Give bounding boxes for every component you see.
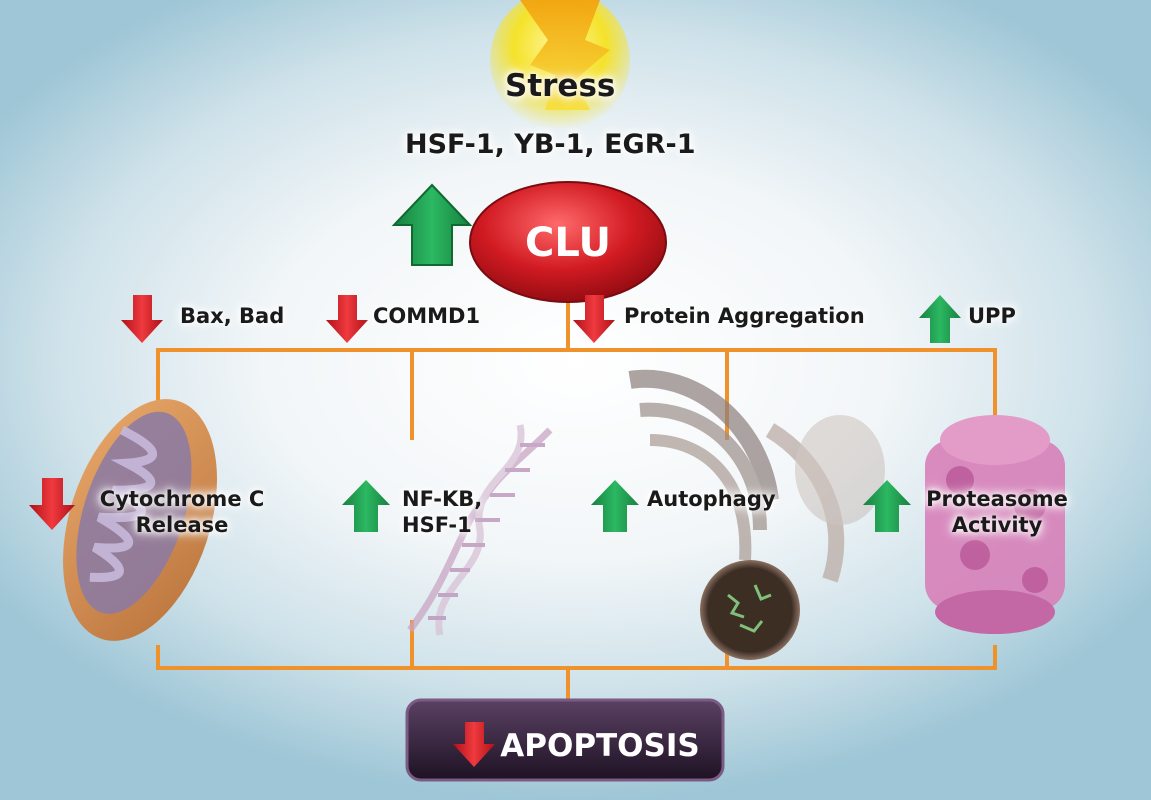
- proteasome-activity-label: Proteasome Activity: [912, 486, 1082, 539]
- proteasome-line2: Activity: [951, 513, 1043, 538]
- stress-bolt-icon: [490, 0, 630, 130]
- cytochrome-c-line1: Cytochrome C: [99, 487, 265, 511]
- proteasome-line1: Proteasome: [926, 487, 1068, 511]
- nf-kb-label: NF-KB, HSF-1: [402, 486, 482, 539]
- mitochondrion-icon: [63, 399, 217, 641]
- apoptosis-label: APOPTOSIS: [500, 728, 699, 764]
- commd1-label: COMMD1: [373, 304, 481, 328]
- protein-aggregation-down-arrow-icon: [573, 295, 615, 343]
- dna-helix-icon: [407, 424, 553, 636]
- cytochrome-c-down-arrow-icon: [29, 478, 75, 530]
- apoptosis-box: APOPTOSIS: [405, 698, 725, 782]
- proteasome-up-arrow-icon: [863, 480, 911, 532]
- stress-label: Stress: [505, 68, 616, 104]
- clu-label: CLU: [525, 220, 611, 266]
- nf-kb-up-arrow-icon: [342, 480, 390, 532]
- nf-kb-line2: HSF-1: [402, 513, 472, 538]
- golgi-apparatus-icon: [628, 369, 885, 583]
- autophagy-line1: Autophagy: [647, 487, 776, 511]
- commd1-down-arrow-icon: [326, 295, 368, 343]
- autophagy-label: Autophagy: [647, 486, 776, 512]
- nf-kb-line1: NF-KB,: [402, 487, 483, 511]
- protein-aggregation-label: Protein Aggregation: [624, 304, 865, 328]
- clu-upregulation-arrow-icon: [391, 183, 473, 266]
- upp-up-arrow-icon: [919, 295, 961, 343]
- bax-bad-down-arrow-icon: [121, 295, 163, 343]
- cytochrome-c-line2: Release: [135, 513, 229, 538]
- clu-node: CLU: [469, 181, 667, 303]
- apoptosis-down-arrow-icon: [453, 722, 495, 767]
- transcription-factors-label: HSF-1, YB-1, EGR-1: [405, 129, 696, 160]
- proteasome-icon: [925, 415, 1065, 634]
- upp-label: UPP: [968, 304, 1016, 328]
- cytochrome-c-label: Cytochrome C Release: [82, 486, 282, 539]
- bax-bad-label: Bax, Bad: [180, 304, 285, 328]
- autophagosome-icon: [700, 560, 800, 660]
- autophagy-up-arrow-icon: [591, 480, 639, 532]
